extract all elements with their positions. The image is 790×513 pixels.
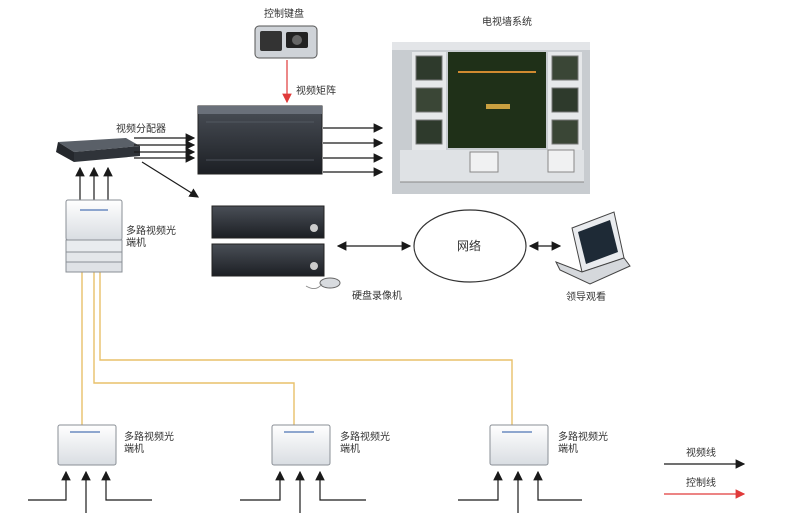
- mouse-icon: [305, 277, 341, 289]
- label-transmitter-2: 多路视频光端机: [340, 432, 390, 455]
- legend-video-line-label: 视频线: [686, 448, 716, 459]
- label-video-distributor: 视频分配器: [116, 124, 166, 135]
- label-tv-wall-system: 电视墙系统: [482, 17, 532, 28]
- distributor-output-arrows: [134, 133, 200, 198]
- label-video-matrix: 视频矩阵: [296, 86, 336, 97]
- distributor-icon: [56, 138, 140, 162]
- label-optical-receiver: 多路视频光端机: [126, 226, 176, 249]
- tv-wall-icon: [392, 42, 590, 194]
- keyboard-icon: [254, 25, 318, 59]
- label-dvr: 硬盘录像机: [352, 291, 402, 302]
- label-network: 网络: [457, 239, 482, 253]
- receiver-to-distributor-arrows: [75, 166, 113, 200]
- label-leader-viewing: 领导观看: [566, 292, 606, 303]
- optical-transceiver-icon: [57, 424, 549, 466]
- matrix-output-arrows: [323, 123, 384, 177]
- matrix-icon: [197, 105, 323, 175]
- label-control-keyboard: 控制键盘: [264, 9, 304, 20]
- camera-input-lines: [28, 470, 582, 513]
- legend-control-line-label: 控制线: [686, 478, 716, 489]
- dvr-icon: [211, 205, 325, 277]
- optical-transceiver-icon: [65, 199, 123, 273]
- label-transmitter-1: 多路视频光端机: [124, 432, 174, 455]
- fiber-lines: [81, 272, 513, 425]
- legend: [664, 459, 746, 499]
- laptop-icon: [554, 211, 631, 285]
- label-transmitter-3: 多路视频光端机: [558, 432, 608, 455]
- network-cloud: [413, 209, 527, 283]
